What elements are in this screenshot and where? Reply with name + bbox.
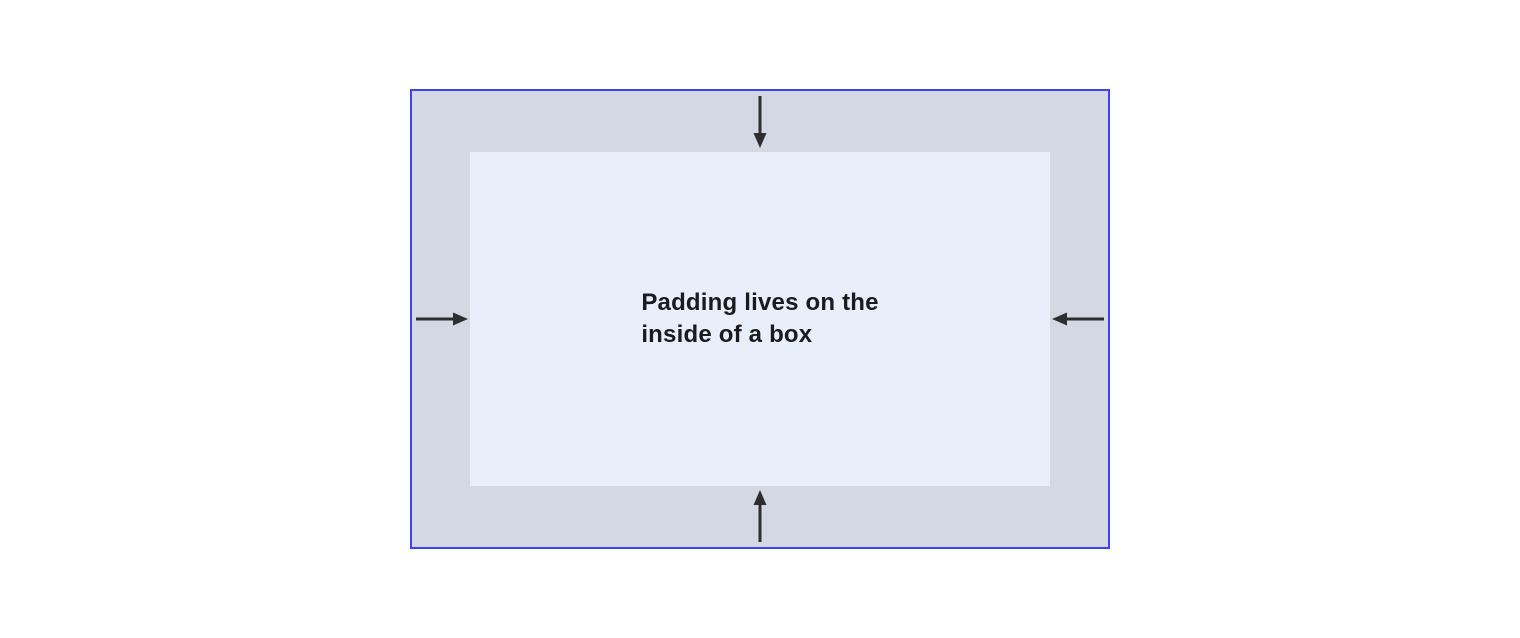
arrow-down-icon [753, 96, 767, 148]
outer-box: Padding lives on the inside of a box [410, 89, 1110, 549]
padding-label-line-1: Padding lives on the [641, 289, 879, 316]
arrow-up-icon [753, 490, 767, 542]
padding-label: Padding lives on the inside of a box [641, 287, 878, 351]
arrow-right-icon [416, 312, 468, 326]
inner-content-box: Padding lives on the inside of a box [470, 152, 1050, 486]
arrow-left-icon [1052, 312, 1104, 326]
padding-label-line-2: inside of a box [641, 321, 813, 348]
